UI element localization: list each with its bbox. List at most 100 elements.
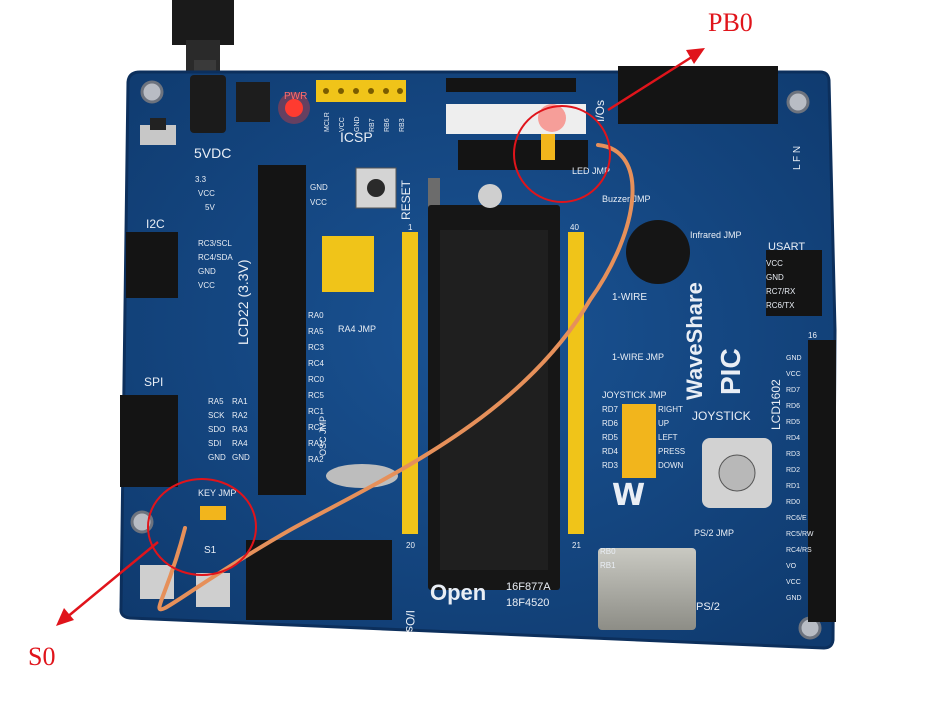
joystick-pin-label: RD5 — [602, 433, 619, 442]
lcd1602-pin-label: RD2 — [786, 467, 800, 474]
io-header-bottom — [246, 540, 392, 620]
ps2-jack — [598, 548, 696, 630]
pwr-led — [278, 92, 310, 124]
label-reset: RESET — [399, 179, 413, 220]
yellow-header-right — [568, 232, 584, 534]
label-rb1: RB1 — [600, 561, 616, 570]
mounting-holes — [130, 80, 822, 640]
label-osc-jmp: OSC JMP — [318, 416, 328, 456]
io-header-top — [618, 66, 778, 124]
usart-pin-label: RC6/TX — [766, 301, 795, 310]
spi-pin-label-2: RA4 — [232, 439, 248, 448]
label-pin21: 21 — [572, 541, 581, 550]
lcd1602-pin-label: RD1 — [786, 483, 800, 490]
lcd1602-pin-label: VO — [786, 563, 797, 570]
mcu-pin-label-left: RA2 — [308, 455, 324, 464]
label-5v: 5V — [205, 203, 215, 212]
i2c-pin-label: GND — [198, 267, 216, 276]
label-brand: WaveShare — [682, 282, 707, 400]
spi-pin-label: SCK — [208, 411, 225, 420]
joystick-func-label: PRESS — [658, 447, 685, 456]
arrow-to-s0 — [56, 541, 159, 626]
icsp-pin-label: VCC — [339, 117, 346, 132]
label-pin16: 16 — [808, 331, 817, 340]
label-io-top: I/Os — [593, 100, 607, 122]
mcu-pin-label-left: RC2 — [308, 423, 325, 432]
label-open: Open — [430, 580, 486, 605]
label-3v3: 3.3 — [195, 175, 207, 184]
label-joystick: JOYSTICK — [692, 409, 751, 423]
joystick-pin-label: RD4 — [602, 447, 619, 456]
icsp-header — [316, 80, 406, 102]
label-joystick-jmp: JOYSTICK JMP — [602, 390, 667, 400]
label-infrared-jmp: Infrared JMP — [690, 230, 742, 240]
joystick-pin-label: RD6 — [602, 419, 619, 428]
s0-highlight-circle — [147, 478, 257, 576]
s0-jumper-cap — [200, 506, 226, 520]
icsp-pin-label: GND — [354, 116, 361, 132]
label-s1: S1 — [204, 545, 217, 556]
spi-pin-label: GND — [208, 453, 226, 462]
spi-pin-label-2: GND — [232, 453, 250, 462]
lcd22-header — [258, 165, 306, 495]
spi-pin-label-2: RA3 — [232, 425, 248, 434]
icsp-pin-label: MCLR — [324, 112, 331, 132]
joystick-pin-label: RD7 — [602, 405, 619, 414]
label-key-jmp: KEY JMP — [198, 488, 236, 498]
lcd1602-pin-label: RC5/RW — [786, 531, 814, 538]
label-buzzer-jmp: Buzzer JMP — [602, 194, 651, 204]
lcd1602-pin-label: GND — [786, 355, 802, 362]
joystick — [702, 438, 772, 508]
lcd1602-pin-label: RD7 — [786, 387, 800, 394]
label-lfn: L F N — [792, 146, 803, 170]
usart-pin-label: GND — [766, 273, 784, 282]
label-led-jmp: LED JMP — [572, 166, 610, 176]
label-spi: SPI — [144, 375, 163, 389]
usart-pin-label: VCC — [766, 259, 783, 268]
icsp-pin-label: RB6 — [384, 118, 391, 132]
label-vcc-top: VCC — [310, 198, 327, 207]
spi-pin-label: SDO — [208, 425, 225, 434]
i2c-header — [126, 232, 178, 298]
label-icsp: ICSP — [340, 129, 373, 145]
label-pwr: PWR — [284, 91, 307, 102]
label-lcd22: LCD22 (3.3V) — [235, 259, 251, 345]
label-i2c: I2C — [146, 217, 165, 231]
mcu-pin-label-left: RC4 — [308, 359, 325, 368]
mcu-socket — [428, 178, 560, 590]
icsp-pin-label: RB7 — [369, 118, 376, 132]
lcd1602-header — [808, 340, 836, 622]
pb0-highlight-circle — [513, 105, 611, 203]
mcu-pin-label-left: RA0 — [308, 311, 324, 320]
i2c-pin-label: RC3/SCL — [198, 239, 232, 248]
lcd1602-pin-label: RD4 — [786, 435, 800, 442]
lcd1602-pin-label: RD3 — [786, 451, 800, 458]
led-row — [446, 78, 588, 170]
buzzer — [626, 220, 690, 284]
mcu-pin-label-left: RA5 — [308, 327, 324, 336]
annotation-pb0: PB0 — [708, 8, 753, 37]
waveshare-logo-mark: W — [612, 478, 645, 513]
label-ps2: PS/2 — [696, 601, 720, 613]
spi-header — [120, 395, 178, 487]
lcd1602-pin-label: RD6 — [786, 403, 800, 410]
joystick-pin-label: RD3 — [602, 461, 619, 470]
lcd1602-pin-label: VCC — [786, 579, 801, 586]
usart-header — [766, 250, 822, 316]
i2c-pin-label: VCC — [198, 281, 215, 290]
label-usart: USART — [768, 241, 805, 253]
power-pin-block — [322, 236, 374, 292]
joystick-jumpers — [622, 404, 656, 478]
joystick-func-label: DOWN — [658, 461, 684, 470]
arrow-to-pb0 — [607, 48, 705, 112]
lcd1602-pin-label: GND — [786, 595, 802, 602]
i2c-pin-label: RC4/SDA — [198, 253, 233, 262]
power-jack — [140, 75, 270, 145]
label-5vdc: 5VDC — [194, 145, 231, 161]
lcd1602-pin-label: VCC — [786, 371, 801, 378]
mcu-pin-label-left: RC1 — [308, 407, 325, 416]
icsp-pin-label: RB3 — [399, 118, 406, 132]
label-one-wire-jmp: 1-WIRE JMP — [612, 352, 664, 362]
